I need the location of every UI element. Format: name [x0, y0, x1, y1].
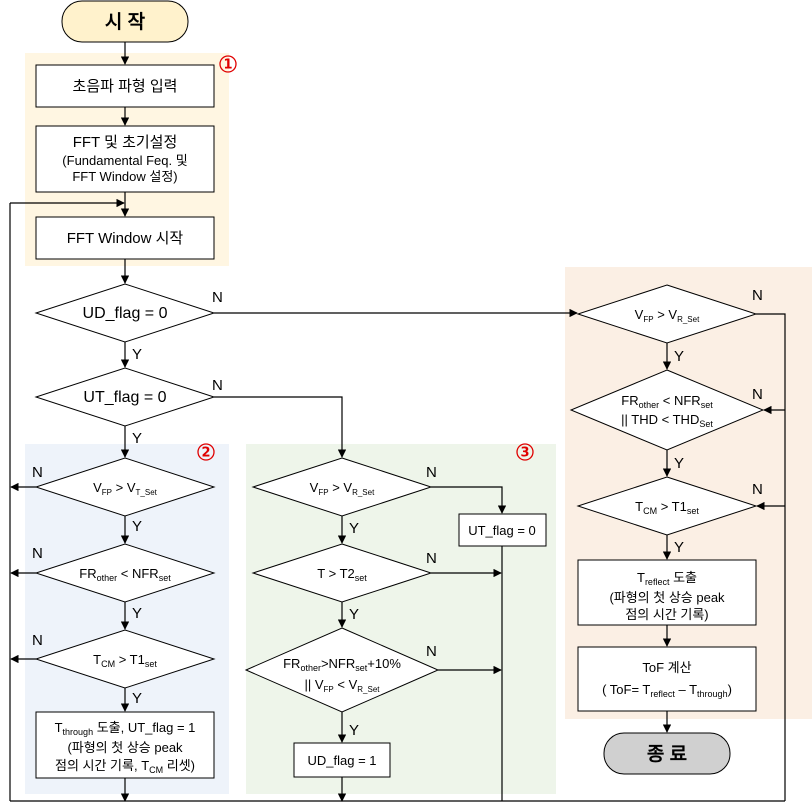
- input-box: [35, 64, 215, 108]
- d3c-label-line1: FRother>NFRset+10%: [283, 656, 401, 673]
- fft-start-box: [35, 216, 215, 260]
- label-n: N: [426, 550, 437, 567]
- label-y: Y: [674, 455, 684, 472]
- ud-flag-label: UD_flag = 0: [83, 305, 168, 322]
- region-1-marker: 1: [219, 55, 237, 73]
- label-y: Y: [349, 520, 359, 537]
- label-n: N: [32, 632, 43, 649]
- ut-flag-set-box: [458, 513, 547, 547]
- fft-init-line3: FFT Window 설정): [72, 169, 177, 184]
- fft-init-line1: FFT 및 초기설정: [73, 134, 178, 151]
- d4b-label-line1: FRother < NFRset: [621, 393, 713, 410]
- region-2-marker: 2: [197, 443, 215, 461]
- through-line3: 점의 시간 기록, TCM 리셋): [55, 758, 195, 775]
- reflect-line3: 점의 시간 기록): [625, 607, 708, 622]
- tof-line2: ( ToF= Treflect – Tthrough): [602, 682, 732, 699]
- label-n: N: [212, 289, 223, 306]
- d4c-label: TCM > T1set: [635, 499, 699, 516]
- label-n: N: [212, 377, 223, 394]
- fft-init-box: [35, 125, 215, 193]
- label-y: Y: [674, 539, 684, 556]
- label-y: Y: [132, 605, 142, 622]
- label-y: Y: [349, 722, 359, 739]
- region-3: [246, 444, 556, 794]
- d3a-label: VFP > VR_Set: [310, 480, 375, 497]
- label-y: Y: [349, 606, 359, 623]
- label-n: N: [426, 464, 437, 481]
- reflect-line1: Treflect 도출: [637, 570, 697, 587]
- label-n: N: [752, 386, 763, 403]
- d2b-label: FRother < NFRset: [79, 566, 171, 583]
- through-line1: Tthrough 도출, UT_flag = 1: [55, 720, 196, 737]
- through-line2: (파형의 첫 상승 peak: [67, 740, 183, 755]
- label-y: Y: [132, 518, 142, 535]
- reflect-line2: (파형의 첫 상승 peak: [609, 590, 725, 605]
- d4a-label: VFP > VR_Set: [635, 307, 700, 324]
- label-n: N: [32, 464, 43, 481]
- label-y: Y: [674, 348, 684, 365]
- ud-flag-set-label: UD_flag = 1: [307, 753, 376, 768]
- input-label: 초음파 파형 입력: [73, 78, 178, 95]
- label-y: Y: [132, 346, 142, 363]
- connectors: [9, 42, 786, 802]
- label-n: N: [426, 643, 437, 660]
- ut-flag-label: UT_flag = 0: [83, 389, 166, 406]
- label-n: N: [32, 545, 43, 562]
- label-n: N: [752, 481, 763, 498]
- label-n: N: [752, 287, 763, 304]
- through-box: [35, 711, 215, 779]
- ut-flag-set-label: UT_flag = 0: [468, 523, 536, 538]
- d2c-label: TCM > T1set: [93, 652, 157, 669]
- fft-init-line2: (Fundamental Feq. 및: [62, 153, 187, 168]
- d3c-label-line2: || VFP < VR_Set: [304, 677, 380, 694]
- branch-labels: Y Y Y Y Y Y Y Y Y Y Y N N N N N N N N N …: [32, 287, 763, 739]
- fft-start-label: FFT Window 시작: [67, 230, 184, 247]
- d2a-label: VFP > VT_Set: [93, 480, 158, 497]
- tof-line1: ToF 계산: [642, 660, 691, 675]
- svg-text:1: 1: [223, 58, 232, 73]
- label-y: Y: [132, 430, 142, 447]
- svg-text:3: 3: [520, 446, 529, 461]
- tof-box: [577, 646, 757, 712]
- d4b-label-line2: || THD < THDSet: [621, 412, 713, 429]
- label-y: Y: [132, 690, 142, 707]
- end-label: 종 료: [647, 744, 687, 765]
- region-3-marker: 3: [516, 443, 534, 461]
- start-label: 시 작: [105, 11, 146, 33]
- d3b-label: T > T2set: [317, 566, 367, 583]
- end-terminal: [603, 732, 731, 775]
- svg-text:2: 2: [201, 446, 210, 461]
- ud-flag-set-box: [293, 742, 391, 778]
